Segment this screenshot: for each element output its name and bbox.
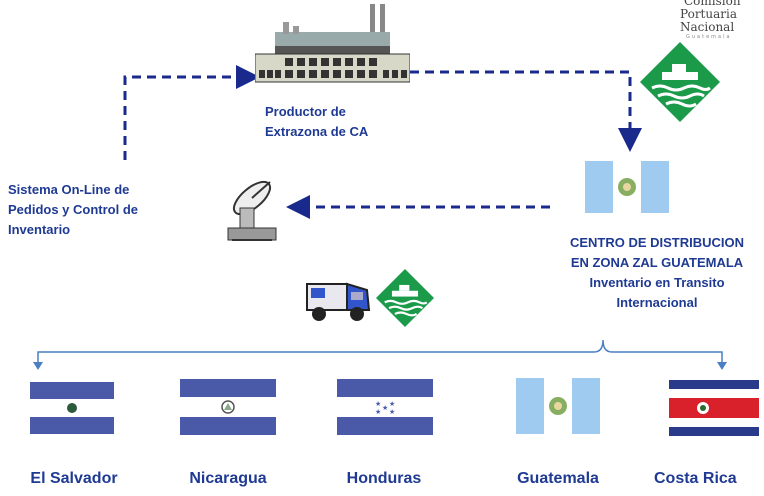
system-label: Sistema On-Line de Pedidos y Control de …: [8, 182, 139, 237]
port-small-logo: [376, 268, 434, 328]
svg-text:★: ★: [389, 408, 395, 416]
logo-text-4: Guatemala: [686, 34, 732, 40]
costa-rica-flag: [669, 380, 759, 436]
country-label-honduras: Honduras: [346, 470, 422, 487]
producer-label: Productor de Extrazona de CA: [265, 104, 369, 139]
svg-text:★: ★: [375, 408, 381, 416]
distribution-bracket: [37, 339, 723, 363]
port-ship-icon: [640, 42, 720, 122]
truck-icon: [305, 268, 375, 324]
distribution-center-label: CENTRO DE DISTRIBUCION EN ZONA ZAL GUATE…: [569, 235, 745, 310]
logo-text-1: Comisión: [684, 0, 741, 8]
svg-text:★: ★: [375, 400, 381, 408]
guatemala-flag: [516, 378, 600, 434]
svg-text:★: ★: [382, 404, 388, 412]
nicaragua-flag: [180, 379, 276, 435]
factory-icon: [255, 4, 410, 84]
svg-text:★: ★: [389, 400, 395, 408]
el-salvador-flag: [30, 382, 114, 434]
country-label-guatemala: Guatemala: [517, 470, 599, 487]
country-label-costa-rica: Costa Rica: [654, 470, 737, 487]
country-label-el-salvador: El Salvador: [30, 470, 118, 487]
port-logo: Comisión Portuaria Nacional Guatemala: [636, 0, 764, 126]
logo-text-3: Nacional: [680, 20, 735, 34]
honduras-flag: ★★ ★ ★★: [337, 379, 433, 435]
guatemala-flag-center: [585, 161, 669, 213]
satellite-antenna-icon: [222, 172, 282, 244]
arrow-system-to-producer: [123, 65, 260, 160]
country-label-nicaragua: Nicaragua: [189, 470, 267, 487]
logo-text-2: Portuaria: [680, 7, 737, 21]
arrow-producer-to-center: [410, 70, 642, 152]
